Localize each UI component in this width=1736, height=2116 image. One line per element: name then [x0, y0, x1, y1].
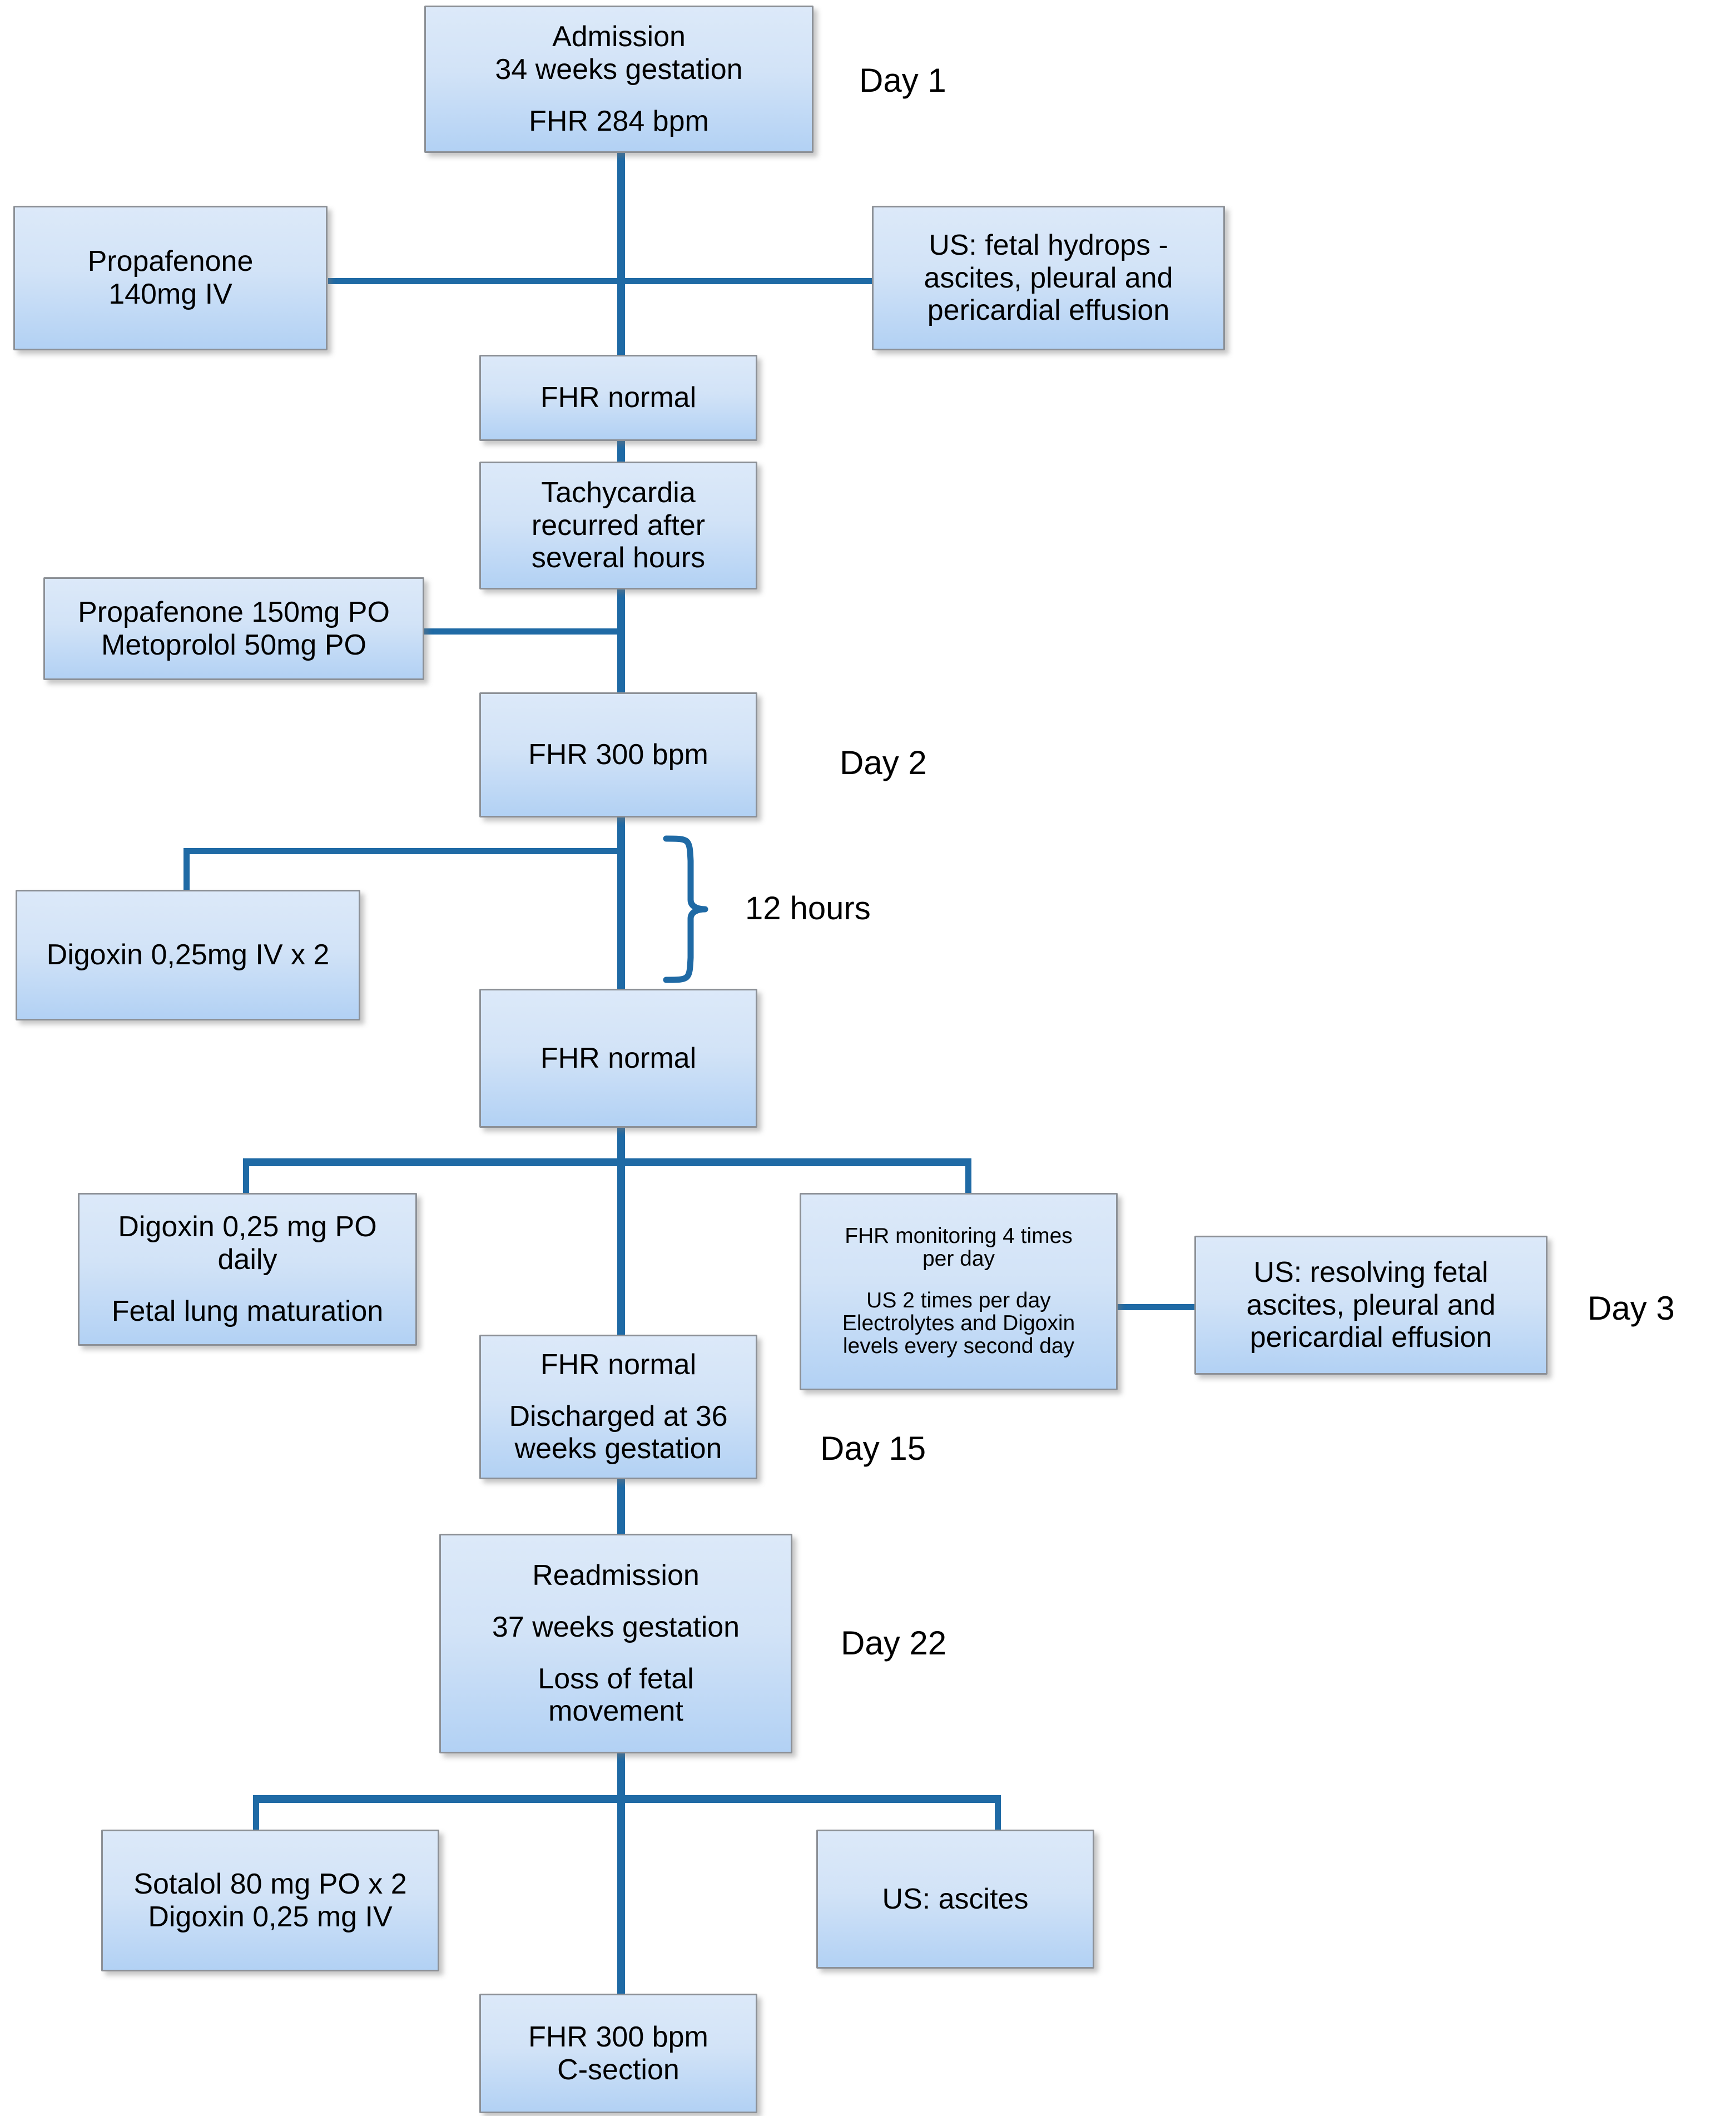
node-monitoring-line4: Electrolytes and Digoxin [842, 1311, 1075, 1335]
day-label-3: Day 3 [1588, 1290, 1675, 1327]
connector-bottom-branch-bar [253, 1795, 1001, 1803]
node-fhr-300-csection[interactable]: FHR 300 bpm C-section [479, 1994, 757, 2113]
node-readmission-line3: Loss of fetal [538, 1662, 694, 1695]
node-admission-line3: FHR 284 bpm [529, 105, 709, 137]
connector-day1-horizontal-right [617, 278, 873, 284]
node-fhr-300-day2-line1: FHR 300 bpm [528, 739, 708, 771]
connector-po-drugs-horizontal [423, 628, 620, 635]
node-csection-line1: FHR 300 bpm [528, 2020, 708, 2053]
node-us-resolving[interactable]: US: resolving fetal ascites, pleural and… [1194, 1236, 1547, 1375]
connector-fhr300-down [617, 815, 625, 993]
node-us-resolving-line1: US: resolving fetal [1253, 1256, 1489, 1289]
node-tachycardia-line1: Tachycardia [541, 476, 696, 509]
node-readmission-line4: movement [548, 1695, 683, 1728]
node-digoxin-po-line1: Digoxin 0,25 mg PO [118, 1211, 377, 1243]
node-us-hydrops[interactable]: US: fetal hydrops - ascites, pleural and… [872, 206, 1225, 350]
node-digoxin-po-line2: daily [217, 1243, 277, 1276]
twelve-hours-label: 12 hours [745, 890, 871, 926]
node-discharged-line3: weeks gestation [514, 1433, 722, 1465]
node-digoxin-iv[interactable]: Digoxin 0,25mg IV x 2 [16, 890, 360, 1020]
node-us-hydrops-line1: US: fetal hydrops - [929, 229, 1168, 261]
node-us-hydrops-line2: ascites, pleural and [924, 261, 1173, 294]
node-fhr-300-day2[interactable]: FHR 300 bpm [479, 692, 757, 817]
node-tachycardia-line2: recurred after [531, 509, 706, 542]
node-tachycardia-line3: several hours [531, 542, 706, 574]
node-monitoring-line3: US 2 times per day [866, 1289, 1051, 1313]
node-digoxin-po-daily[interactable]: Digoxin 0,25 mg PO daily Fetal lung matu… [78, 1193, 417, 1346]
node-discharged-line2: Discharged at 36 [509, 1400, 728, 1433]
connector-digoxin-iv-drop [183, 848, 190, 895]
connector-day3-right-drop [965, 1158, 971, 1200]
connector-tachycardia-down [617, 587, 625, 698]
node-monitoring-line1: FHR monitoring 4 times [845, 1224, 1073, 1248]
node-us-ascites[interactable]: US: ascites [816, 1830, 1094, 1969]
node-sotalol-line2: Digoxin 0,25 mg IV [148, 1900, 393, 1933]
node-readmission-line2: 37 weeks gestation [492, 1610, 740, 1643]
node-admission[interactable]: Admission 34 weeks gestation FHR 284 bpm [424, 6, 814, 153]
node-digoxin-po-line3: Fetal lung maturation [111, 1295, 384, 1327]
node-tachycardia-recurred[interactable]: Tachycardia recurred after several hours [479, 462, 757, 589]
node-admission-line2: 34 weeks gestation [495, 53, 743, 86]
connector-day3-left-drop [243, 1158, 249, 1200]
day-label-1: Day 1 [859, 62, 946, 99]
node-po-drugs-line1: Propafenone 150mg PO [78, 596, 390, 628]
connector-digoxin-iv-horizontal [183, 848, 621, 854]
node-discharged-line1: FHR normal [540, 1348, 697, 1381]
connector-bottom-right-drop [995, 1795, 1001, 1842]
connector-discharged-to-readmission [617, 1476, 625, 1538]
node-monitoring[interactable]: FHR monitoring 4 times per day US 2 time… [800, 1193, 1118, 1390]
node-us-hydrops-line3: pericardial effusion [927, 294, 1170, 327]
node-monitoring-line5: levels every second day [842, 1334, 1075, 1358]
connector-monitoring-to-us-resolving [1118, 1304, 1198, 1310]
node-fhr-normal-2[interactable]: FHR normal [479, 989, 757, 1128]
node-csection-line2: C-section [557, 2053, 679, 2086]
day-label-22: Day 22 [841, 1624, 947, 1662]
node-propafenone-iv[interactable]: Propafenone 140mg IV [13, 206, 328, 350]
node-sotalol-line1: Sotalol 80 mg PO x 2 [133, 1867, 407, 1900]
node-us-resolving-line2: ascites, pleural and [1246, 1289, 1496, 1321]
node-propafenone-iv-line1: Propafenone [87, 245, 254, 278]
connector-fhrnormal2-down [617, 1123, 625, 1357]
node-propafenone-iv-line2: 140mg IV [108, 278, 232, 310]
node-readmission[interactable]: Readmission 37 weeks gestation Loss of f… [439, 1534, 792, 1753]
node-readmission-line1: Readmission [532, 1559, 700, 1592]
node-fhr-normal-1-line1: FHR normal [540, 381, 697, 414]
node-po-drugs-line2: Metoprolol 50mg PO [101, 628, 366, 661]
day-label-15: Day 15 [820, 1430, 926, 1467]
connector-bottom-left-drop [253, 1795, 259, 1842]
node-propafenone-metoprolol-po[interactable]: Propafenone 150mg PO Metoprolol 50mg PO [43, 577, 424, 680]
node-sotalol-digoxin[interactable]: Sotalol 80 mg PO x 2 Digoxin 0,25 mg IV [101, 1830, 439, 1971]
twelve-hours-brace [656, 834, 734, 984]
node-digoxin-iv-line1: Digoxin 0,25mg IV x 2 [46, 939, 330, 972]
connector-readmission-down [617, 1749, 625, 2010]
connector-day1-horizontal-left [328, 278, 622, 284]
node-us-resolving-line3: pericardial effusion [1249, 1321, 1492, 1354]
node-fhr-normal-1[interactable]: FHR normal [479, 355, 757, 441]
node-discharged[interactable]: FHR normal Discharged at 36 weeks gestat… [479, 1335, 757, 1479]
node-admission-line1: Admission [552, 21, 686, 53]
connector-day3-branch-bar [243, 1158, 971, 1166]
day-label-2: Day 2 [840, 744, 927, 781]
node-fhr-normal-2-line1: FHR normal [540, 1042, 697, 1074]
connector-admission-down [617, 149, 625, 360]
node-us-ascites-line1: US: ascites [882, 1882, 1029, 1915]
node-monitoring-line2: per day [922, 1247, 995, 1271]
